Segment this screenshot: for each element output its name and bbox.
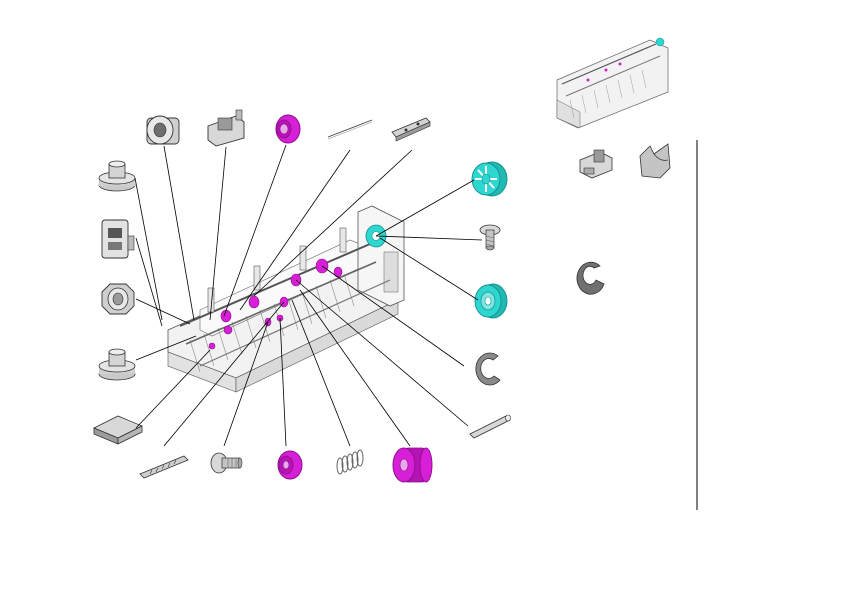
clip-bracket-part xyxy=(101,219,135,259)
roller-cyan-part-2 xyxy=(474,283,508,319)
fuser-assembly-thumbnail xyxy=(556,37,669,129)
roller-cyan-part xyxy=(471,161,508,197)
clip-bracket-side-part xyxy=(579,149,613,179)
roller-magenta-top-part xyxy=(275,114,301,144)
stopper-cap-part xyxy=(98,160,136,192)
screw-right-part xyxy=(479,224,501,251)
bushing-top-part xyxy=(146,115,180,145)
stopper-cap-part-2 xyxy=(98,348,136,381)
spring-part xyxy=(336,449,364,475)
long-bracket-part xyxy=(391,117,431,142)
thin-bracket-part xyxy=(139,455,189,479)
bushing-part xyxy=(101,283,135,315)
fuser-assembly xyxy=(167,205,405,393)
c-ring-part xyxy=(576,261,605,295)
thin-rod-part xyxy=(327,119,373,140)
leader-lines xyxy=(134,144,483,447)
roller-magenta-bottom-part xyxy=(277,450,303,480)
pad-part xyxy=(93,415,143,445)
pin-part xyxy=(469,414,511,439)
screw-bottom-part xyxy=(210,452,243,474)
e-ring-part xyxy=(475,352,501,386)
roller-magenta-large-part xyxy=(392,447,433,483)
hook-lever-part xyxy=(639,143,671,179)
holder-bracket-part xyxy=(207,109,245,147)
